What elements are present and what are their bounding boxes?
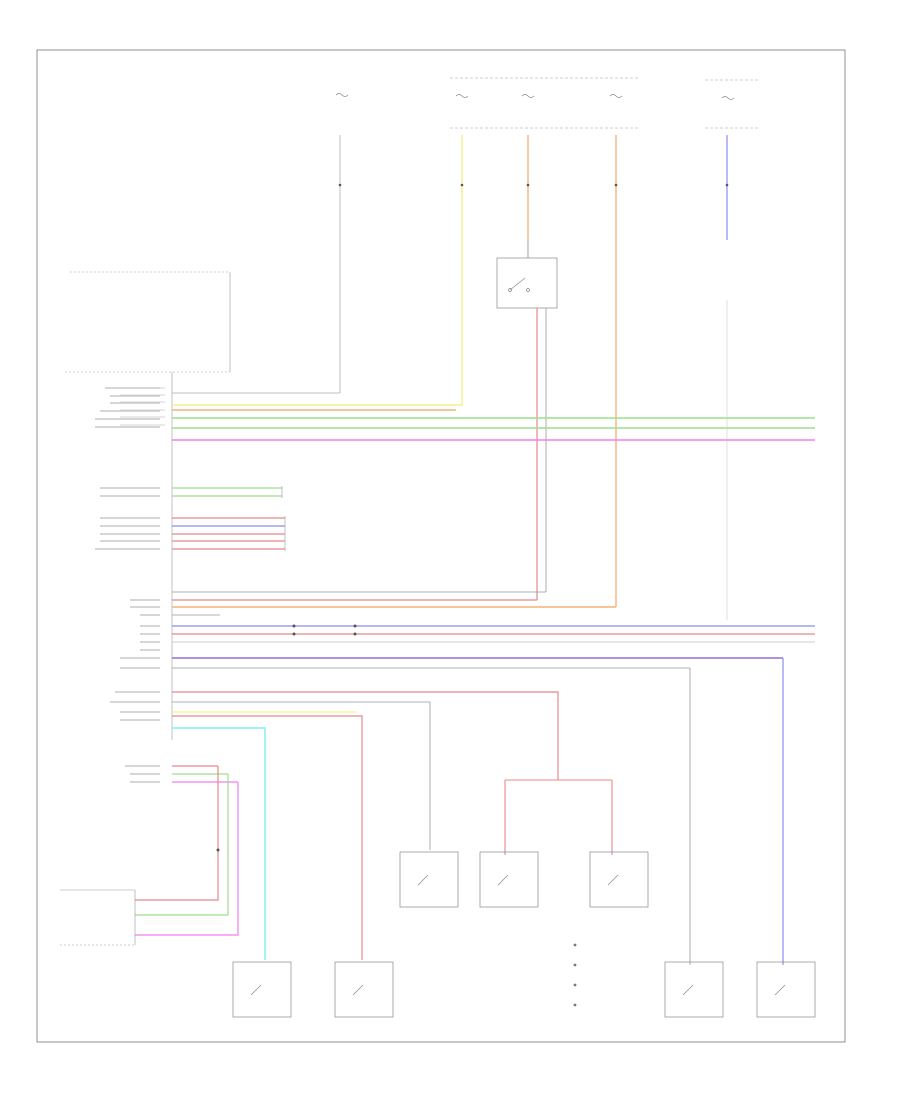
ground-markers [573, 943, 577, 1007]
wire-rk-green-down [135, 774, 229, 916]
wire-low-red-1 [172, 691, 559, 780]
wire-low-cyan [172, 727, 266, 960]
wire-rk-red-down [135, 766, 219, 901]
top-fuse-block [450, 77, 760, 129]
switch-contacts [250, 874, 786, 996]
wire-low-red-2 [172, 715, 363, 960]
remote-keyless-unit [60, 889, 136, 946]
relay-switch [496, 257, 558, 309]
wire-low-gray [172, 701, 431, 850]
door-switch-boxes [232, 851, 816, 1018]
pin-label-marks [95, 387, 160, 783]
diagram-frame [36, 49, 846, 1043]
fuse-symbols [335, 93, 735, 100]
bcm-outline [65, 271, 231, 740]
connector-dots [216, 183, 729, 852]
wire-rk-magenta-down [135, 782, 239, 936]
